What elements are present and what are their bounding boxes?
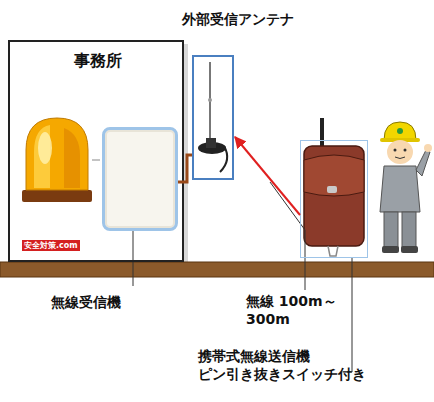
leader-line (133, 229, 134, 286)
node-label: 無線受信機 (51, 293, 137, 311)
office-box: 事務所無線受信機 (8, 40, 184, 262)
antenna-drawing (198, 62, 227, 172)
office-fill (8, 40, 184, 262)
edge-label: 無線 100m～300m (246, 292, 350, 328)
watermark: 安全対策.com (22, 240, 80, 251)
node-label: 外部受信アンテナ (182, 10, 322, 28)
ground (0, 262, 434, 277)
worker-figure (380, 122, 432, 253)
signal-arrow (235, 137, 300, 215)
node-label: 事務所 (62, 52, 134, 70)
node-label: 携帯式無線送信機 ピン引き抜きスイッチ付き (198, 347, 376, 383)
transmitter-box: 携帯式無線送信機 ピン引き抜きスイッチ付き (300, 140, 368, 258)
leader-line (347, 258, 352, 372)
cable-line (178, 155, 192, 182)
antenna-box: 外部受信アンテナ (192, 55, 234, 180)
transmitter-drawing (304, 118, 364, 256)
warning-light (22, 118, 100, 202)
receiver-box: 無線受信機 (102, 127, 178, 231)
